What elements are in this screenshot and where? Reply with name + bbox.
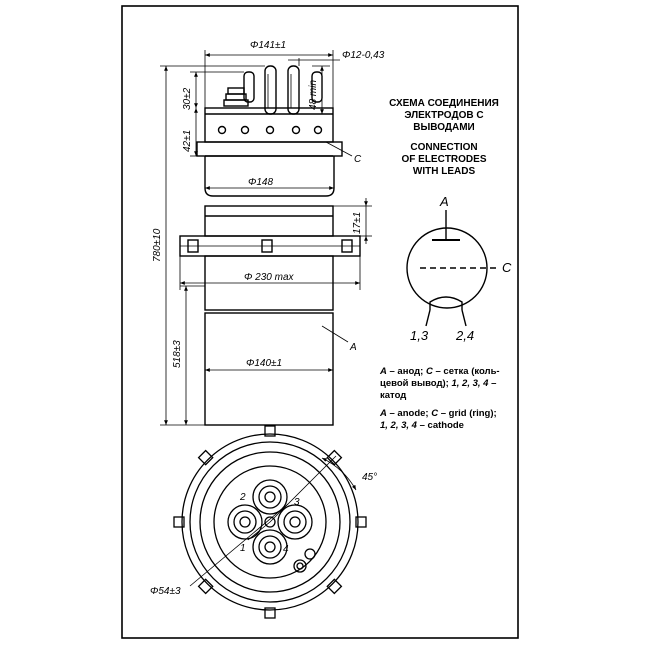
tube-envelope-symbol <box>406 227 488 309</box>
legend-ru-line1: A – анод; C – сетка (коль- <box>379 366 500 377</box>
top-pin <box>243 71 255 103</box>
outer-flange-circle <box>181 433 359 611</box>
pin-label-3: 3 <box>294 497 300 508</box>
legend-ru-line2: цевой вывод); 1, 2, 3, 4 – <box>380 378 496 389</box>
pin-label-1: 1 <box>240 543 246 554</box>
page-border <box>121 5 519 639</box>
flange-tab <box>197 578 214 595</box>
top-pin <box>287 65 300 115</box>
callout-c: C <box>354 154 362 165</box>
legend-ru-line3: катод <box>380 390 406 401</box>
legend: A – анод; C – сетка (коль- цевой вывод);… <box>379 366 500 431</box>
pin-socket <box>252 529 288 565</box>
side-dimension-lines <box>160 50 372 426</box>
connection-schematic: СХЕМА СОЕДИНЕНИЯ ЭЛЕКТРОДОВ С ВЫВОДАМИ C… <box>389 98 512 343</box>
side-view <box>179 65 361 426</box>
legend-en-line1: A – anode; C – grid (ring); <box>379 408 497 419</box>
pin-socket <box>277 504 313 540</box>
anode-cylinder <box>204 312 334 426</box>
dim-h30: 30±2 <box>182 87 193 110</box>
pin-label-2: 2 <box>239 492 246 503</box>
pin-socket <box>252 479 288 515</box>
schematic-label-leads-right: 2,4 <box>455 328 474 343</box>
schematic-title-ru: ЭЛЕКТРОДОВ С <box>404 110 483 121</box>
flange-tab <box>355 516 367 528</box>
pin-label-4: 4 <box>283 544 289 555</box>
flange-tab <box>326 578 343 595</box>
schematic-label-grid: C <box>502 260 512 275</box>
bottom-view <box>173 425 367 619</box>
callout-a: A <box>349 342 357 353</box>
cathode-symbol <box>429 296 463 310</box>
schematic-label-leads-left: 1,3 <box>410 328 429 343</box>
dim-h48: 48 min <box>308 80 319 110</box>
grid-ring <box>196 141 343 157</box>
dim-h42: 42±1 <box>182 130 193 152</box>
flange-tab <box>173 516 185 528</box>
flange-tab <box>264 607 276 619</box>
schematic-title-ru: СХЕМА СОЕДИНЕНИЯ <box>389 98 499 109</box>
dim-d230: Φ 230 max <box>244 272 295 283</box>
schematic-title-en: OF ELECTRODES <box>401 154 486 165</box>
schematic-title-ru: ВЫВОДАМИ <box>413 122 475 133</box>
dim-d141: Φ141±1 <box>250 40 286 51</box>
dim-d140: Φ140±1 <box>246 358 282 369</box>
schematic-label-anode: A <box>439 194 449 209</box>
legend-en-line2: 1, 2, 3, 4 – cathode <box>380 420 464 431</box>
schematic-title-en: CONNECTION <box>410 142 477 153</box>
dim-d148: Φ148 <box>248 177 273 188</box>
dim-d54: Φ54±3 <box>150 586 181 597</box>
dim-h518: 518±3 <box>172 340 183 368</box>
dim-h780: 780±10 <box>152 228 163 262</box>
flange-tab <box>197 449 214 466</box>
dim-angle45: 45° <box>362 472 377 483</box>
upper-base <box>204 107 334 143</box>
mid-body <box>204 205 334 237</box>
dim-h17: 17±1 <box>352 212 363 234</box>
dim-d12: Φ12-0,43 <box>342 50 385 61</box>
pin-socket <box>227 504 263 540</box>
schematic-title-en: WITH LEADS <box>413 166 476 177</box>
top-pin <box>264 65 277 115</box>
flange-tab <box>264 425 276 437</box>
